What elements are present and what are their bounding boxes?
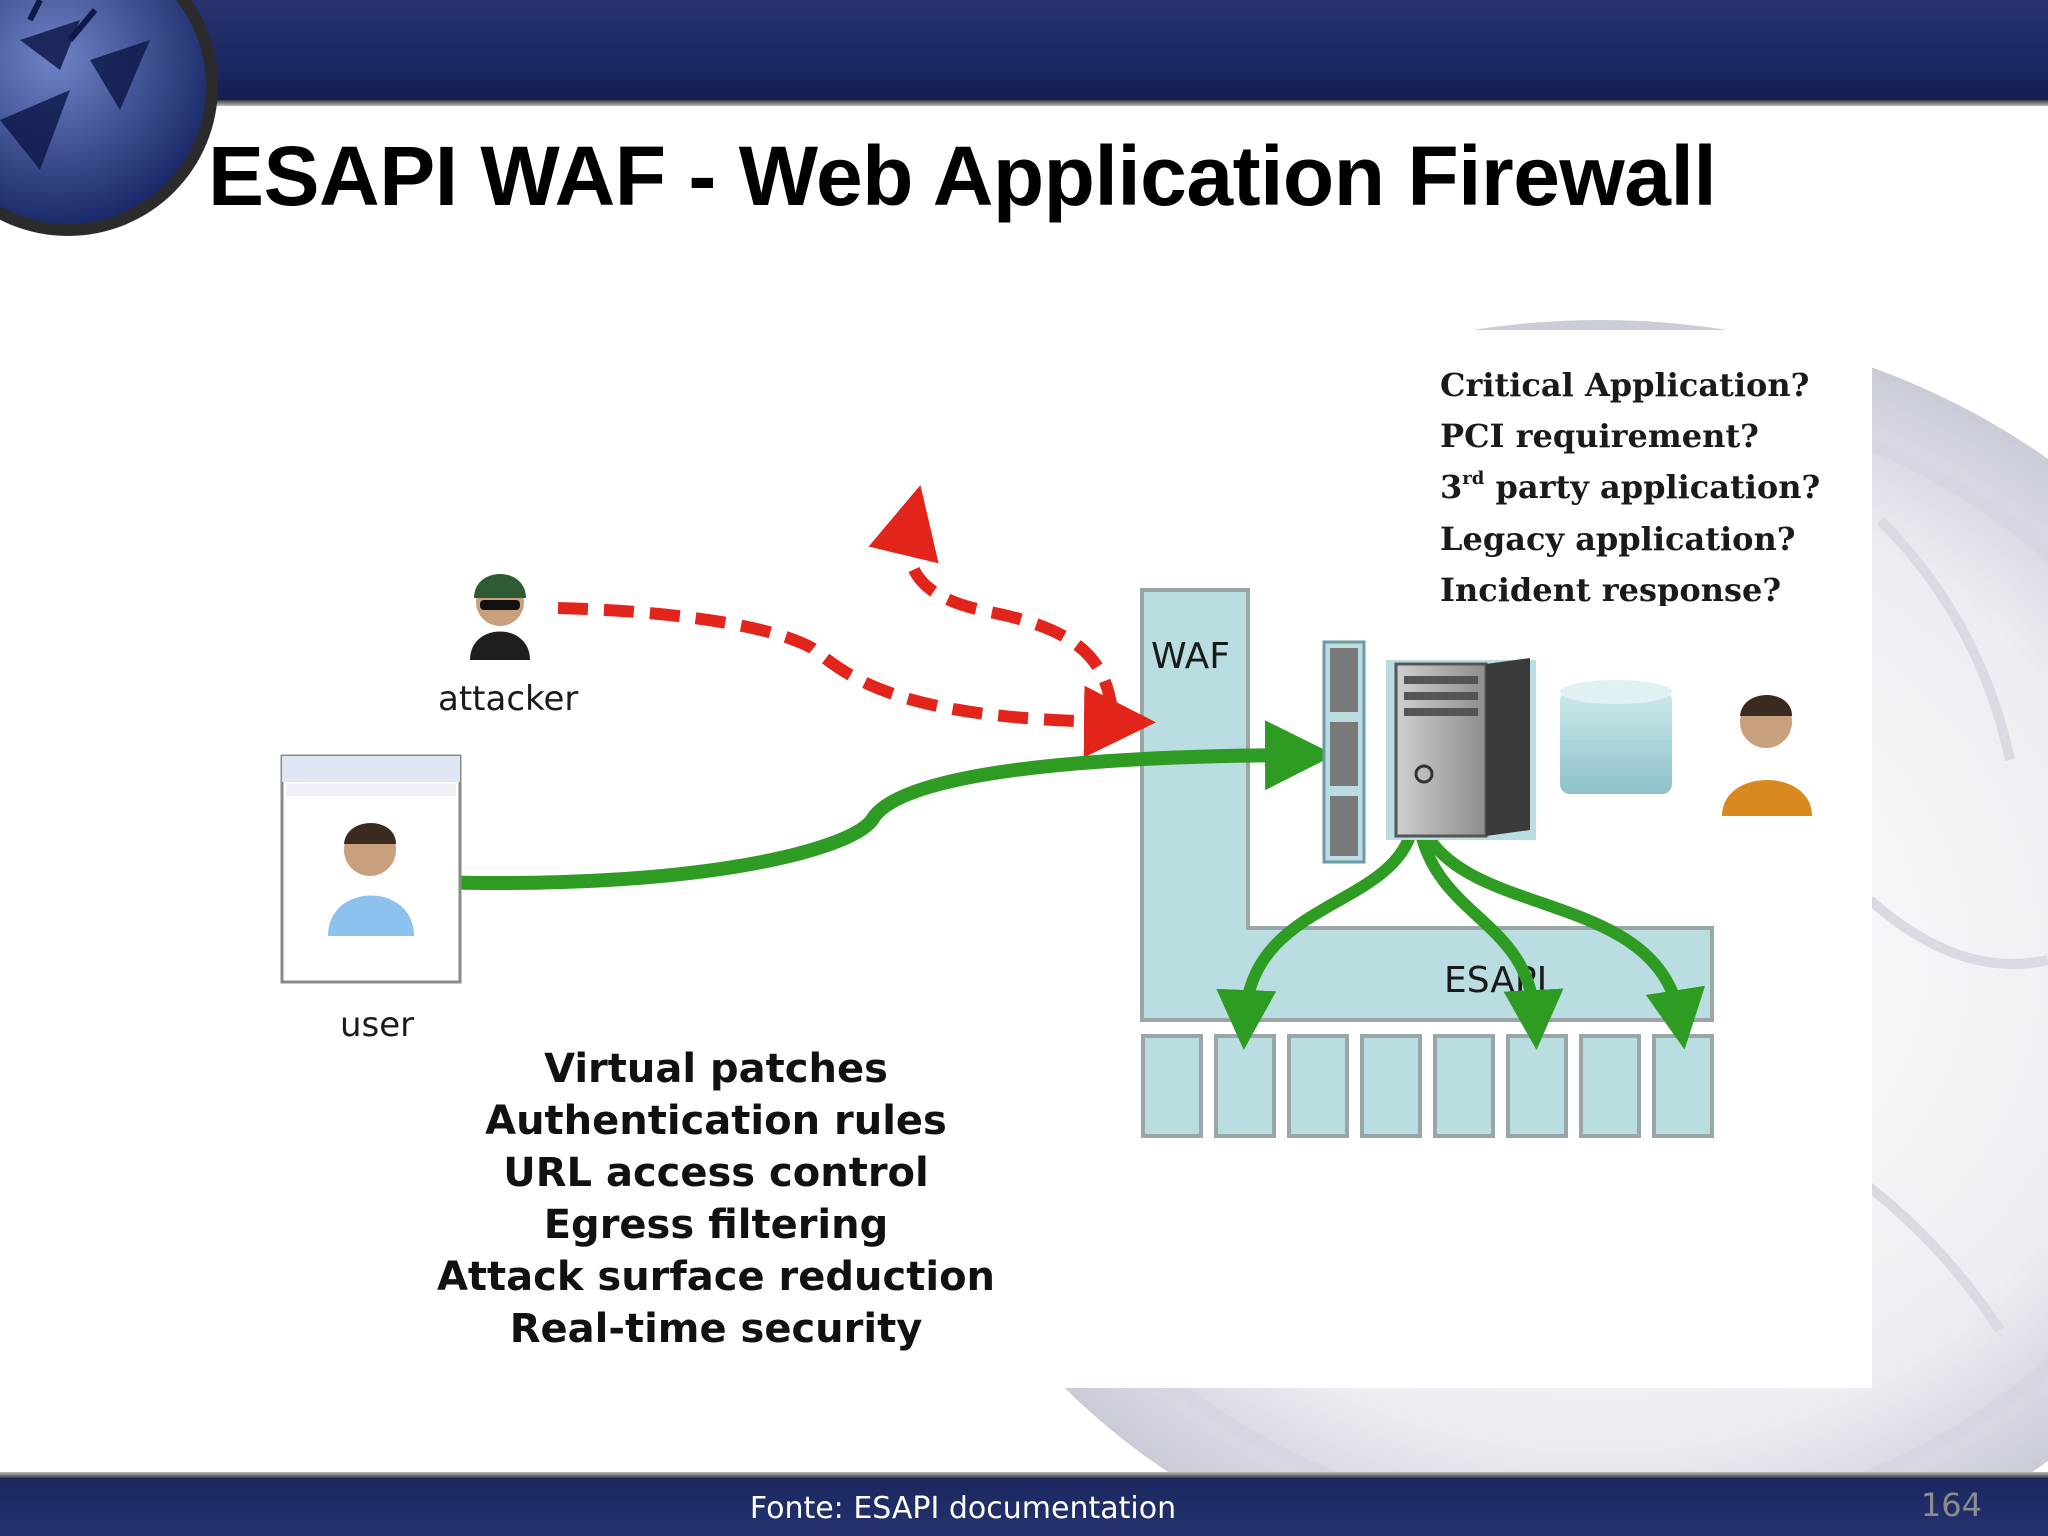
figure-panel: WAF ESAPI at <box>200 330 1872 1388</box>
question-item: Legacy application? <box>1440 520 1796 558</box>
question-item: Critical Application? <box>1440 366 1809 404</box>
feature-item: Attack surface reduction <box>437 1254 995 1300</box>
feature-item: URL access control <box>503 1150 929 1196</box>
feature-item: Egress filtering <box>544 1202 889 1248</box>
questions-overlay: Critical Application? PCI requirement? 3… <box>1440 366 1820 606</box>
header-divider <box>0 100 2048 106</box>
user-label: user <box>340 1005 414 1045</box>
slide-title: ESAPI WAF - Web Application Firewall <box>208 129 1717 223</box>
component-blocks <box>1141 1034 1714 1138</box>
page-number: 164 <box>1920 1486 1982 1524</box>
rack-server-icon <box>1322 640 1366 864</box>
admin-person-icon <box>1722 695 1812 816</box>
attack-deflect-arrow <box>868 484 1118 711</box>
user-request-arrow <box>429 720 1335 891</box>
footer-divider <box>0 1472 2048 1478</box>
question-item: 3rd party application? <box>1440 468 1820 506</box>
question-third-party-sup: rd <box>1462 468 1484 489</box>
database-icon <box>1560 680 1672 794</box>
waf-esapi-layer <box>1140 588 1714 1022</box>
attacker-label: attacker <box>438 679 578 719</box>
question-third-party-prefix: 3 <box>1440 468 1462 506</box>
header-band <box>0 0 2048 100</box>
question-item: PCI requirement? <box>1440 417 1759 455</box>
waf-diagram: WAF ESAPI at <box>280 484 1812 1352</box>
user-browser-window <box>280 754 462 984</box>
esapi-flow-arrows <box>1216 827 1706 1050</box>
footer-source: Fonte: ESAPI documentation <box>749 1491 1177 1526</box>
feature-item: Authentication rules <box>485 1098 947 1144</box>
user-icon <box>328 823 414 936</box>
attacker-icon <box>470 574 530 660</box>
feature-item: Virtual patches <box>544 1046 888 1092</box>
waf-label: WAF <box>1151 636 1230 677</box>
feature-list: Virtual patches Authentication rules URL… <box>437 1046 995 1352</box>
owasp-logo <box>0 0 218 236</box>
footer-band <box>0 1478 2048 1536</box>
question-item: Incident response? <box>1440 571 1781 606</box>
feature-item: Real-time security <box>510 1306 923 1352</box>
question-third-party-rest: party application? <box>1484 468 1820 506</box>
tower-server-icon <box>1386 658 1536 840</box>
attack-path-arrow <box>557 602 1156 758</box>
